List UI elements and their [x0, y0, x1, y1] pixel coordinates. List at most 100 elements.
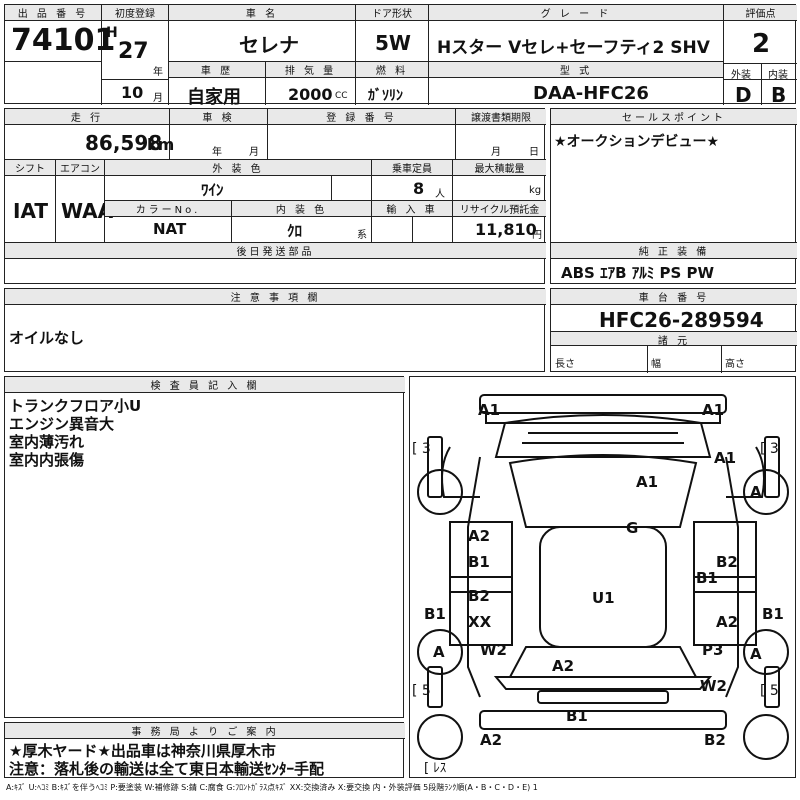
damage-mark: A2: [468, 527, 491, 545]
width-label: 幅: [651, 359, 661, 370]
inspector-line: 室内薄汚れ: [9, 433, 85, 451]
insp-year-unit: 年: [212, 147, 222, 158]
shift-label: シフト: [5, 160, 55, 176]
exterior-grade: D: [735, 83, 752, 107]
damage-mark: A2: [552, 657, 575, 675]
month-unit: 月: [153, 93, 163, 104]
door-type: 5W: [375, 31, 411, 55]
height-label: 高さ: [725, 359, 745, 370]
color-no: NAT: [153, 220, 187, 238]
capacity-label: 乗車定員: [372, 160, 452, 176]
sales-point: ★オークションデビュー★: [554, 134, 720, 150]
inspector-line: トランクフロア小U: [9, 397, 142, 415]
color-no-label: カラーNo.: [105, 201, 231, 217]
damage-mark: B2: [716, 553, 738, 571]
office-label: 事 務 局 よ り ご 案 内: [5, 723, 405, 739]
displacement-label: 排 気 量: [266, 62, 355, 78]
inspector-box: 検 査 員 記 入 欄 トランクフロア小U エンジン異音大 室内薄汚れ 室内内張…: [4, 376, 405, 718]
car-name-label: 車 名: [169, 5, 355, 21]
later-parts-label: 後日発送部品: [5, 243, 546, 259]
sales-point-label: セールスポイント: [551, 109, 797, 125]
km-unit: km: [147, 135, 175, 154]
damage-mark: A1: [714, 449, 737, 467]
era-h: H: [106, 25, 118, 41]
mileage-label: 走 行: [5, 109, 169, 125]
genuine-equipment: ABS ｴｱB ｱﾙﾐ PS PW: [561, 264, 715, 282]
genuine-equip-label: 純 正 装 備: [551, 243, 797, 259]
first-reg-label: 初度登録: [102, 5, 168, 21]
inspector-line: エンジン異音大: [9, 415, 115, 433]
sales-point-box: セールスポイント ★オークションデビュー★ 純 正 装 備 ABS ｴｱB ｱﾙ…: [550, 108, 797, 284]
damage-mark: B1: [468, 553, 490, 571]
exterior-label: 外装: [731, 70, 751, 81]
lot-no-label: 出 品 番 号: [5, 5, 101, 21]
side-label: [ 5: [760, 683, 779, 699]
grade: Hスター Vセレ+セーフティ2 SHV: [437, 38, 710, 58]
side-label: [ 5: [412, 683, 431, 699]
first-reg-month: 10: [121, 83, 144, 102]
kg-unit: kg: [529, 185, 542, 196]
person-unit: 人: [435, 189, 445, 200]
side-label: [ ﾚｽ: [424, 761, 447, 776]
shift: IAT: [13, 199, 49, 223]
capacity: 8: [413, 179, 425, 198]
damage-mark: W2: [700, 677, 727, 695]
office-box: 事 務 局 よ り ご 案 内 ★厚木ヤード★出品車は神奈川県厚木市 注意：落札…: [4, 722, 405, 778]
damage-mark: B1: [762, 605, 784, 623]
kei-unit: 系: [357, 230, 367, 241]
notes-box: 注 意 事 項 欄 オイルなし: [4, 288, 546, 372]
chassis-number: HFC26-289594: [599, 308, 764, 332]
damage-mark: B1: [424, 605, 446, 623]
ext-color-label: 外 装 色: [105, 160, 371, 176]
chassis-label: 車 台 番 号: [551, 289, 797, 305]
yen-unit: 円: [532, 230, 542, 241]
inspector-line: 室内内張傷: [9, 451, 85, 469]
fuel: ｶﾞｿﾘﾝ: [368, 88, 403, 104]
history: 自家用: [187, 87, 241, 108]
fuel-label: 燃 料: [356, 62, 428, 78]
insp-month-unit: 月: [249, 147, 259, 158]
cc-unit: CC: [335, 91, 348, 101]
inspector-label: 検 査 員 記 入 欄: [5, 377, 405, 393]
car-name: セレナ: [239, 33, 299, 57]
interior-label: 内装: [768, 70, 788, 81]
import-label: 輸 入 車: [372, 201, 452, 217]
car-outline-diagram: [417, 394, 789, 760]
history-label: 車 歴: [169, 62, 265, 78]
inspection-label: 車 検: [170, 109, 267, 125]
header-section: 出 品 番 号 74101 初度登録 H 27 年 10 月 車 名 セレナ ド…: [4, 4, 797, 108]
specs-label: 諸 元: [551, 332, 797, 346]
side-label: [ 3: [412, 441, 431, 457]
model-label: 型 式: [429, 62, 723, 78]
damage-mark: A1: [478, 401, 501, 419]
model-code: DAA-HFC26: [533, 83, 649, 104]
damage-mark: B2: [704, 731, 726, 749]
lot-number: 74101: [11, 23, 116, 58]
damage-mark: A: [433, 643, 445, 661]
recycle-label: リサイクル預託金: [453, 201, 546, 217]
vehicle-details: 走 行 86,598 km 車 検 年 月 登 録 番 号 譲渡書類期限 月 日…: [4, 108, 546, 284]
score-label: 評価点: [724, 5, 797, 21]
grade-label: グ レ ー ド: [429, 5, 723, 21]
reg-no-label: 登 録 番 号: [268, 109, 455, 125]
damage-mark: B1: [696, 569, 718, 587]
damage-mark: W2: [480, 641, 507, 659]
side-label: [ 3: [760, 441, 779, 457]
damage-mark: G: [626, 519, 639, 537]
first-reg-year: 27: [118, 39, 149, 64]
damage-mark: A2: [716, 613, 739, 631]
length-label: 長さ: [555, 359, 575, 370]
damage-mark: P3: [702, 641, 724, 659]
aircon: WAA: [61, 199, 114, 223]
aircon-label: エアコン: [56, 160, 104, 176]
recycle-fee: 11,810: [475, 220, 537, 239]
transfer-label: 譲渡書類期限: [456, 109, 546, 125]
notes-text: オイルなし: [9, 329, 85, 347]
transfer-day-unit: 日: [529, 147, 539, 158]
door-label: ドア形状: [356, 5, 428, 21]
max-load-label: 最大積載量: [453, 160, 546, 176]
score: 2: [752, 29, 771, 59]
ext-color: ﾜｲﾝ: [201, 181, 224, 199]
damage-mark: A: [750, 645, 762, 663]
damage-mark: A2: [480, 731, 503, 749]
